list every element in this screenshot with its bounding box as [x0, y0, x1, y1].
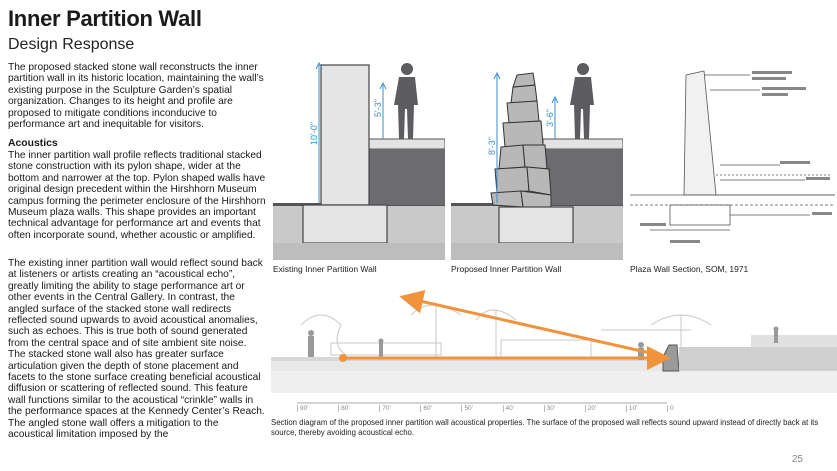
plaza-wall-caption: Plaza Wall Section, SOM, 1971 — [630, 264, 749, 274]
plaza-wall-section-drawing — [630, 55, 835, 260]
proposed-height-above-grade: 3'-6" — [545, 109, 555, 127]
section-diagram-caption: Section diagram of the proposed inner pa… — [271, 418, 819, 437]
scale-label: 40' — [502, 405, 514, 412]
scale-label: 70' — [379, 405, 391, 412]
acoustic-section-diagram — [271, 289, 837, 404]
proposed-wall-caption: Proposed Inner Partition Wall — [451, 264, 562, 274]
acoustics-paragraph-2: The existing inner partition wall would … — [8, 258, 265, 441]
existing-wall-diagram: 10'-0" 5'-3" — [273, 55, 445, 260]
scale-label: 20' — [584, 405, 596, 412]
acoustics-paragraph-1: The inner partition wall profile reflect… — [8, 150, 266, 241]
human-figure-icon — [570, 63, 594, 139]
scale-label: 90' — [297, 405, 308, 412]
acoustics-heading: Acoustics — [8, 138, 58, 149]
scale-label: 50' — [461, 405, 473, 412]
page-number: 25 — [791, 454, 803, 465]
proposed-total-height: 8'-3" — [487, 137, 497, 155]
existing-wall-caption: Existing Inner Partition Wall — [273, 264, 377, 274]
scale-label: 30' — [543, 405, 555, 412]
human-figure-icon — [394, 63, 418, 139]
scale-label: 80' — [338, 405, 350, 412]
scale-label: 10' — [625, 405, 637, 412]
page-subtitle: Design Response — [8, 36, 135, 53]
intro-paragraph: The proposed stacked stone wall reconstr… — [8, 62, 264, 131]
existing-total-height: 10'-0" — [309, 122, 319, 145]
scale-labels: 90' 80' 70' 60' 50' 40' 30' 20' 10' 0 — [297, 405, 677, 415]
scale-label: 60' — [420, 405, 432, 412]
scale-label: 0 — [667, 405, 674, 412]
proposed-wall-diagram: 8'-3" 3'-6" — [451, 55, 623, 260]
page-title: Inner Partition Wall — [8, 6, 202, 31]
existing-height-above-grade: 5'-3" — [373, 99, 383, 117]
